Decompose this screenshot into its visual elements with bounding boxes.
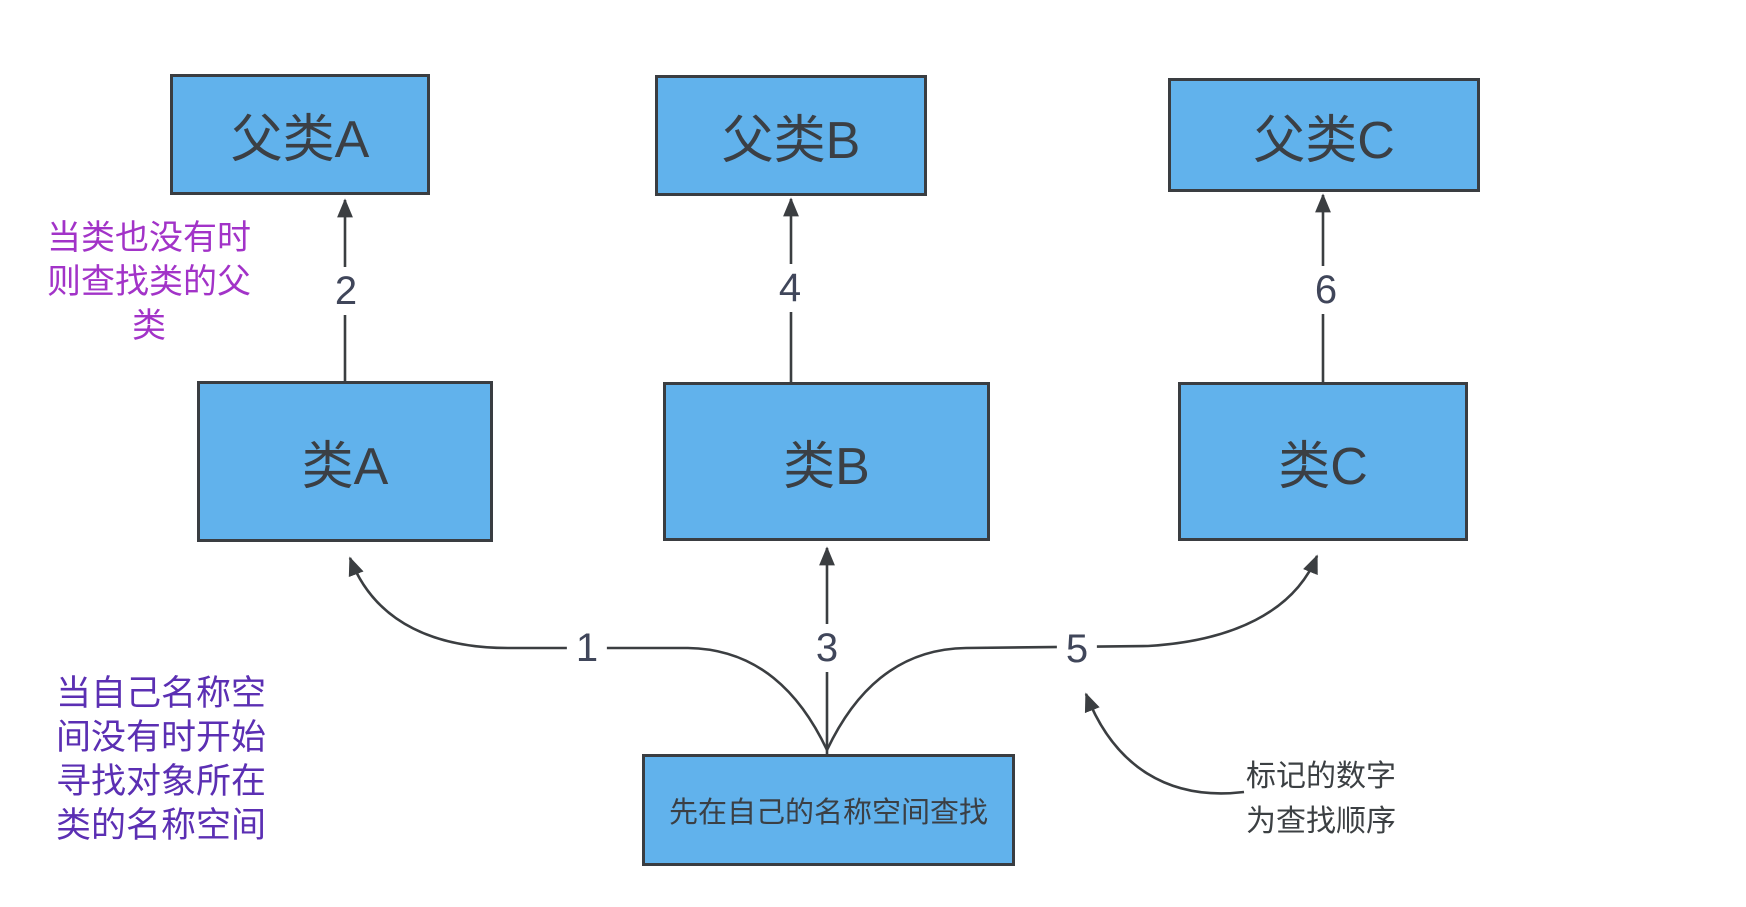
- annotation-line: 类: [132, 307, 166, 345]
- annotation-line: 类的名称空间: [55, 806, 266, 845]
- order-number-4: 4: [769, 264, 811, 312]
- class-c-box: 类C: [1178, 382, 1468, 541]
- class-b-label: 类B: [783, 438, 870, 496]
- lookup-arrow-1: [348, 556, 829, 751]
- parent-class-b-box: 父类B: [655, 75, 927, 196]
- class-c-label: 类C: [1278, 438, 1368, 496]
- parent-class-b-label: 父类B: [721, 112, 861, 170]
- annotation-object-lookup: 当自己名称空 间没有时开始 寻找对象所在 类的名称空间: [53, 672, 269, 848]
- annotation-line: 间没有时开始: [55, 718, 266, 757]
- annotation-line: 寻找对象所在: [55, 762, 266, 801]
- order-number-3: 3: [806, 624, 848, 672]
- order-number-6: 6: [1305, 266, 1347, 314]
- self-namespace-box: 先在自己的名称空间查找: [642, 754, 1015, 866]
- class-b-box: 类B: [663, 382, 990, 541]
- self-namespace-label: 先在自己的名称空间查找: [668, 797, 988, 829]
- order-number-2: 2: [325, 267, 367, 315]
- class-a-box: 类A: [197, 381, 493, 542]
- annotation-parent-lookup: 当类也没有时 则查找类的父 类: [39, 216, 259, 348]
- note-pointer-arrow: [1084, 692, 1245, 795]
- parent-class-a-box: 父类A: [170, 74, 430, 195]
- annotation-line: 标记的数字: [1246, 760, 1396, 793]
- class-a-label: 类A: [301, 438, 389, 496]
- order-number-1: 1: [566, 624, 608, 672]
- annotation-line: 当类也没有时: [47, 219, 251, 257]
- order-number-5: 5: [1056, 625, 1098, 673]
- parent-class-c-label: 父类C: [1253, 111, 1395, 170]
- annotation-line: 当自己名称空: [55, 674, 266, 713]
- lookup-arrow-5: [825, 554, 1319, 751]
- annotation-order-note: 标记的数字 为查找顺序: [1246, 754, 1446, 844]
- annotation-line: 为查找顺序: [1246, 805, 1396, 838]
- annotation-line: 则查找类的父: [47, 263, 251, 301]
- parent-class-a-label: 父类A: [230, 111, 370, 169]
- parent-class-c-box: 父类C: [1168, 78, 1480, 192]
